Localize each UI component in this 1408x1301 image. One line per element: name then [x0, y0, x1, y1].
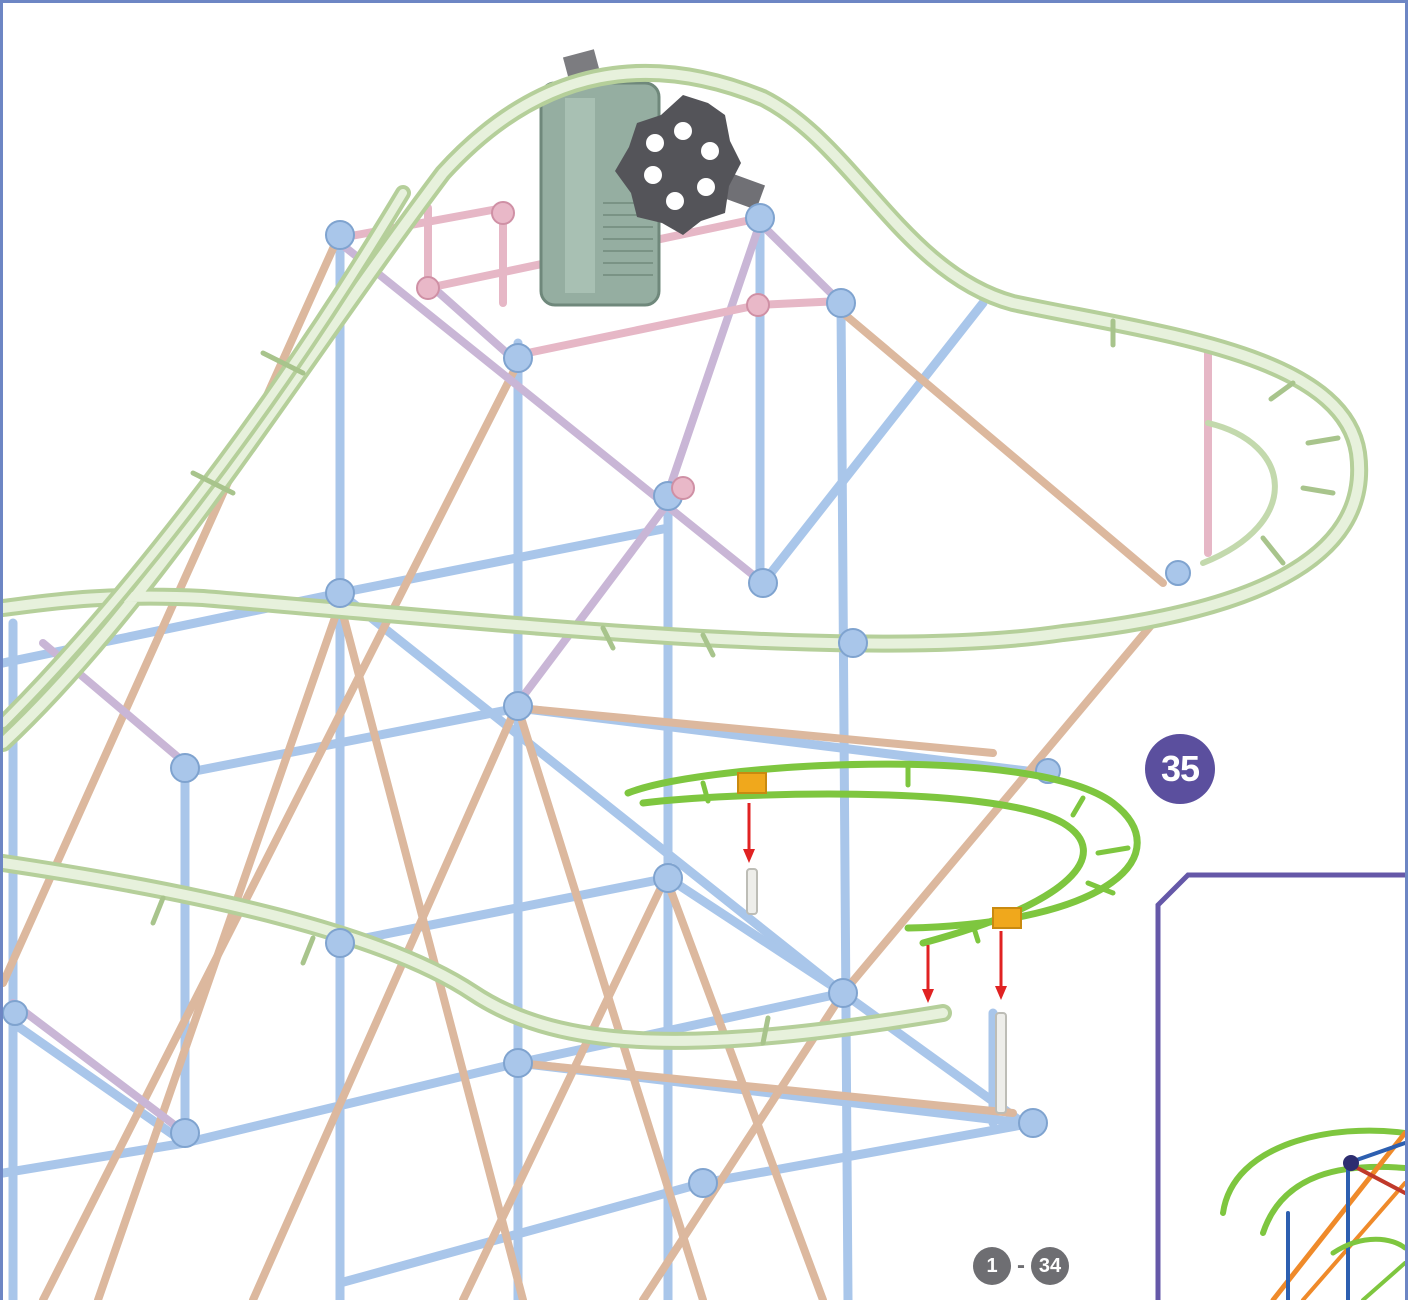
motor-icon: [539, 49, 661, 307]
down-arrow-icon: [743, 803, 1007, 1003]
purple-rods: [9, 219, 845, 1137]
reference-start-badge: 1: [973, 1247, 1011, 1285]
gear-icon: [615, 95, 766, 235]
step-number-badge: 35: [1145, 734, 1215, 804]
blue-rods: [3, 208, 1048, 1300]
reference-separator: -: [1017, 1252, 1025, 1279]
new-track-piece: [624, 760, 1141, 947]
existing-track: [3, 63, 1369, 1050]
step-reference: 1 - 34: [973, 1246, 1069, 1286]
reference-end-badge: 34: [1031, 1247, 1069, 1285]
overview-inset: [1155, 872, 1405, 1300]
pink-rods: [336, 204, 1212, 557]
assembly-illustration: [3, 49, 1405, 1300]
tan-rods: [3, 229, 1167, 1300]
